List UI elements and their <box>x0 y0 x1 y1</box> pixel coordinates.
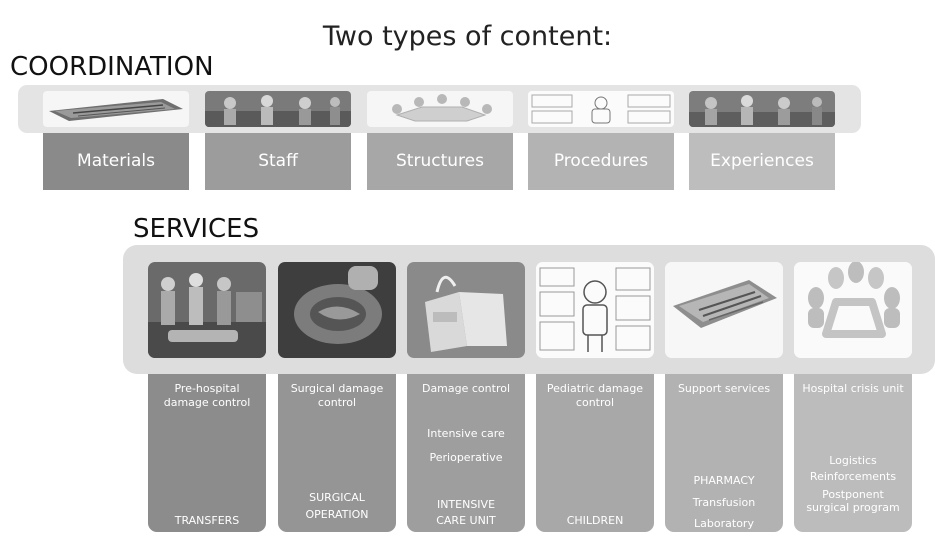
service-scope: SURGICAL <box>309 491 365 504</box>
category-procedures: Procedures <box>528 133 674 190</box>
coordination-heading: COORDINATION <box>10 52 214 82</box>
service-scope: OPERATION <box>305 508 369 521</box>
service-title: Damage control <box>421 382 511 395</box>
experience-photo-icon <box>689 91 835 127</box>
category-materials: Materials <box>43 133 189 190</box>
procedure-document-icon <box>528 91 674 127</box>
service-detail: Postponent surgical program <box>806 488 900 514</box>
service-detail: Transfusion <box>692 496 756 509</box>
service-prehospital: Pre-hospital damage control TRANSFERS <box>148 374 266 532</box>
service-title: Support services <box>677 382 771 395</box>
service-surgical: Surgical damage control SURGICAL OPERATI… <box>278 374 396 532</box>
staff-photo-icon <box>205 91 351 127</box>
service-detail: PHARMACY <box>693 474 755 487</box>
service-detail: Reinforcements <box>809 470 897 483</box>
service-detail: Perioperative <box>429 451 503 464</box>
service-scope: CARE UNIT <box>436 514 496 527</box>
service-detail: Laboratory <box>694 517 754 530</box>
services-heading: SERVICES <box>133 214 260 244</box>
service-scope: TRANSFERS <box>174 514 240 527</box>
service-detail: Intensive care <box>427 427 505 440</box>
service-support: Support services PHARMACY Transfusion La… <box>665 374 783 532</box>
service-scope: CHILDREN <box>566 514 624 527</box>
service-title: Pre-hospital damage control <box>163 382 251 409</box>
prehospital-scene-icon <box>148 262 266 358</box>
category-staff: Staff <box>205 133 351 190</box>
page-title: Two types of content: <box>322 21 613 52</box>
crisis-meeting-icon <box>794 262 912 358</box>
instrument-tray-icon <box>665 262 783 358</box>
service-detail: Logistics <box>829 454 877 467</box>
category-experiences: Experiences <box>689 133 835 190</box>
service-pediatric: Pediatric damage control CHILDREN <box>536 374 654 532</box>
service-title: Hospital crisis unit <box>802 382 904 395</box>
surgical-tray-icon <box>43 91 189 127</box>
service-damage-control: Damage control Intensive care Perioperat… <box>407 374 525 532</box>
pediatric-chart-icon <box>536 262 654 358</box>
category-structures: Structures <box>367 133 513 190</box>
service-crisis-unit: Hospital crisis unit Logistics Reinforce… <box>794 374 912 532</box>
surgery-icon <box>278 262 396 358</box>
service-title: Surgical damage control <box>290 382 384 409</box>
service-title: Pediatric damage control <box>546 382 644 409</box>
structure-table-icon <box>367 91 513 127</box>
service-scope: INTENSIVE <box>436 498 496 511</box>
intensive-care-icon <box>407 262 525 358</box>
